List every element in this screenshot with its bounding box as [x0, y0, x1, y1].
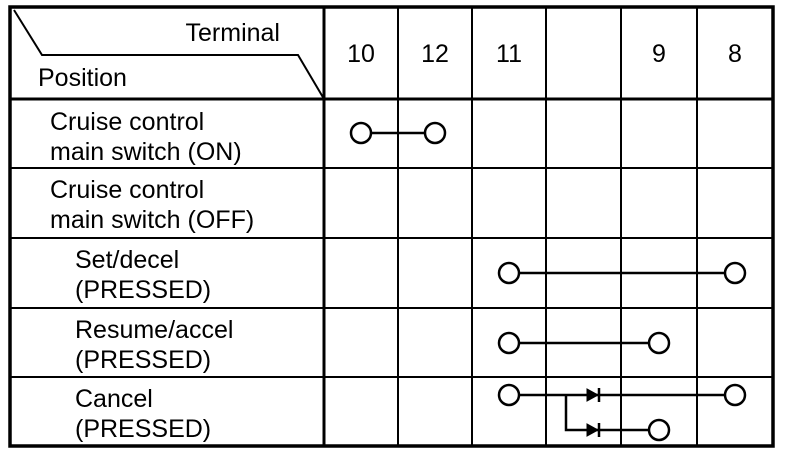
terminal-8-label: 8 [728, 40, 742, 68]
row-cancel-line1: Cancel [75, 385, 153, 413]
terminal-11-label: 11 [496, 40, 522, 68]
terminal-header-label: Terminal [186, 19, 280, 47]
row-main-on-line1: Cruise control [50, 108, 204, 136]
row-resume-accel-line2: (PRESSED) [75, 346, 211, 374]
row-set-decel-line1: Set/decel [75, 246, 179, 274]
row-resume-accel-line1: Resume/accel [75, 316, 233, 344]
terminal-12-label: 12 [421, 40, 449, 68]
row-main-on-line2: main switch (ON) [50, 138, 242, 166]
diode-icon-lower [586, 423, 601, 437]
terminal-10-label: 10 [347, 40, 375, 68]
continuity-main-on [349, 121, 447, 145]
continuity-resume-accel [497, 331, 671, 355]
row-set-decel-line2: (PRESSED) [75, 276, 211, 304]
header-diagonal [13, 9, 325, 100]
row-main-off-line1: Cruise control [50, 176, 204, 204]
row-main-off-line2: main switch (OFF) [50, 206, 254, 234]
terminal-9-label: 9 [652, 40, 666, 68]
diode-icon-upper [586, 388, 601, 402]
continuity-cancel-terminals [497, 383, 747, 442]
table-grid [8, 5, 775, 448]
position-header-label: Position [38, 64, 127, 92]
row-cancel-line2: (PRESSED) [75, 415, 211, 443]
continuity-cancel [509, 393, 735, 432]
continuity-set-decel [497, 261, 747, 285]
